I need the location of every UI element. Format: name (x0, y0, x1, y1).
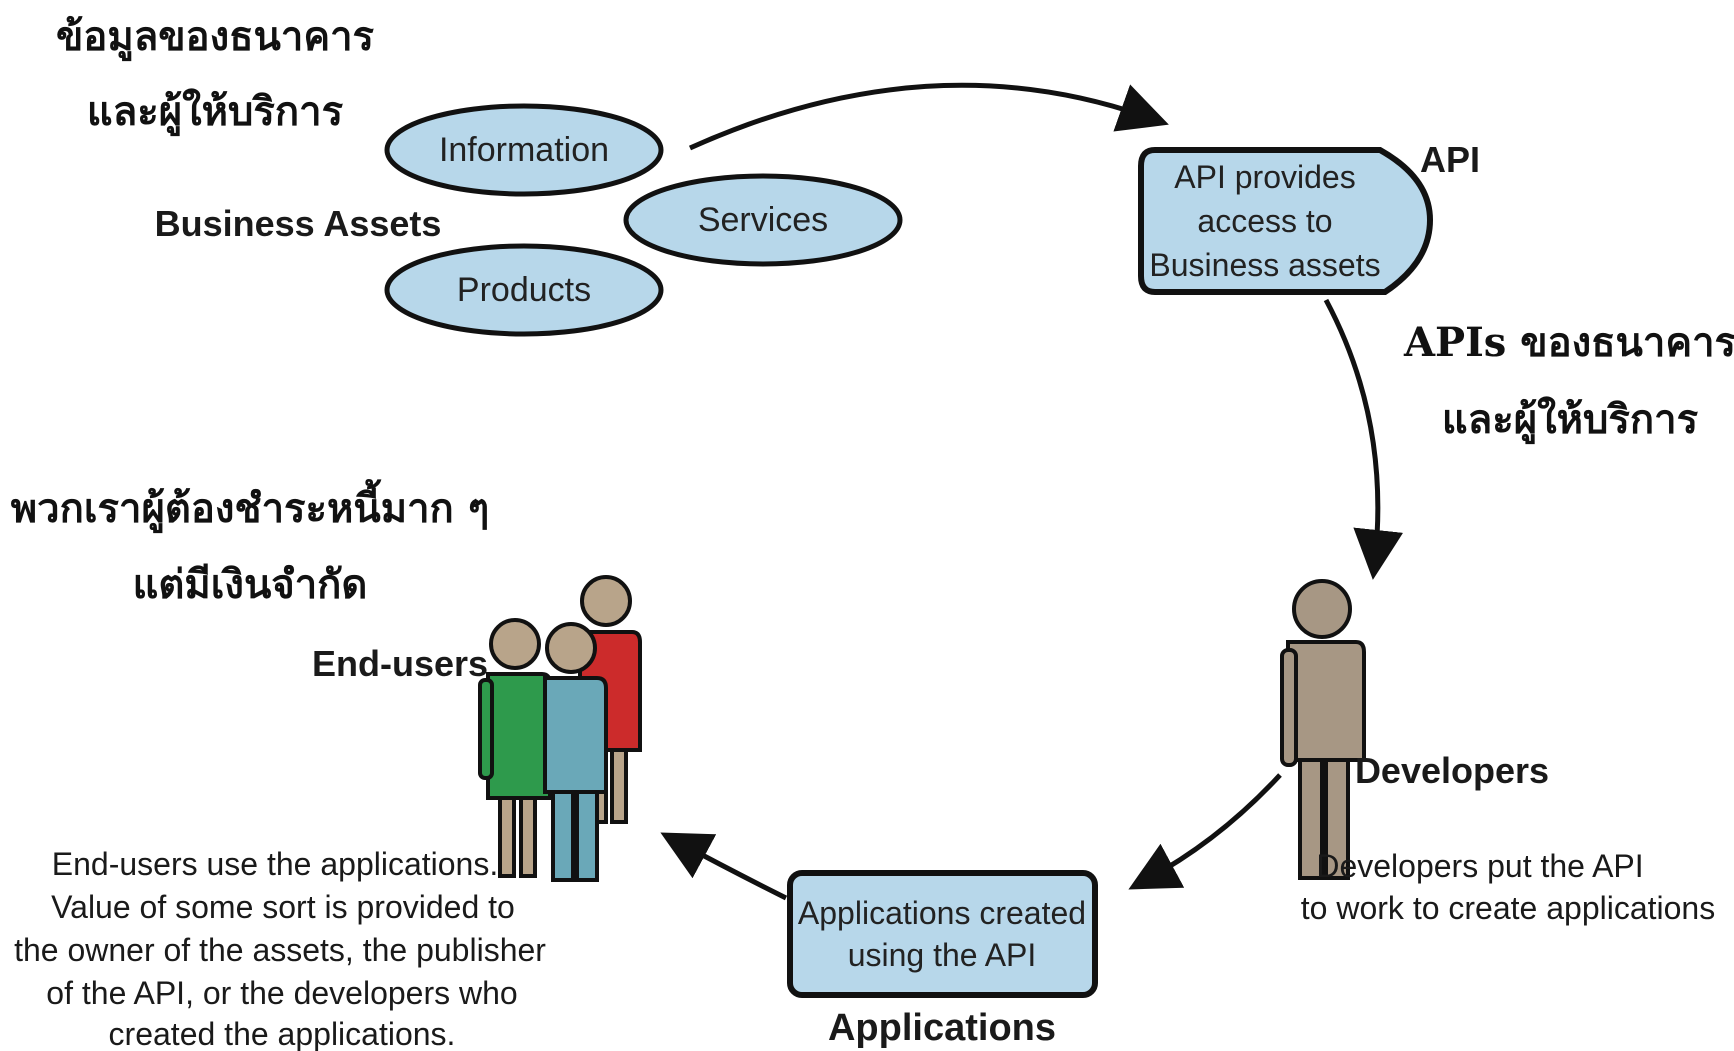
end-users-caption-line3: the owner of the assets, the publisher (14, 932, 546, 968)
debtors-label-line1: พวกเราผู้ต้องชำระหนี้มาก ๆ (11, 479, 489, 533)
arrow-applications-to-end-users (660, 832, 788, 901)
end-users-caption-line4: of the API, or the developers who (46, 975, 517, 1011)
services-label: Services (698, 201, 828, 239)
api-title: API (1420, 139, 1480, 180)
arrow-api-to-developers (1323, 298, 1404, 580)
bank-data-label-line1: ข้อมูลของธนาคาร (56, 13, 375, 61)
end-users-figures (478, 575, 642, 882)
applications-box: Applications created using the API (787, 870, 1098, 998)
api-box-line3: Business assets (1149, 247, 1380, 283)
developers-caption-line1: Developers put the API (1316, 848, 1643, 884)
end-users-caption-line2: Value of some sort is provided to (51, 889, 515, 925)
bank-apis-label-line2: และผู้ให้บริการ (1442, 396, 1699, 444)
end-users-title: End-users (312, 643, 488, 684)
business-asset-services: Services (623, 173, 903, 267)
debtors-label-line2: แต่มีเงินจำกัด (133, 561, 368, 608)
arrow-developers-to-applications (1128, 773, 1282, 890)
products-label: Products (457, 271, 591, 309)
applications-box-line2: using the API (848, 937, 1037, 973)
end-user-teal (543, 622, 608, 882)
applications-box-line1: Applications created (798, 895, 1086, 931)
applications-title: Applications (828, 1007, 1056, 1049)
bank-apis-label-line1: APIs ของธนาคาร (1403, 319, 1734, 366)
end-users-caption-line1: End-users use the applications. (52, 846, 498, 882)
api-box-line2: access to (1197, 203, 1332, 239)
api-box: API provides access to Business assets (1138, 147, 1434, 295)
end-user-green (478, 618, 552, 878)
developer-figure (1280, 579, 1366, 880)
arrow-assets-to-api (688, 82, 1169, 151)
developers-caption-line2: to work to create applications (1301, 890, 1715, 926)
information-label: Information (439, 131, 609, 169)
business-asset-information: Information (384, 103, 664, 197)
end-users-caption-line5: created the applications. (109, 1016, 456, 1051)
api-box-line1: API provides (1174, 159, 1355, 195)
developers-title: Developers (1355, 750, 1549, 791)
bank-data-label-line2: และผู้ให้บริการ (87, 88, 344, 136)
business-asset-products: Products (384, 243, 664, 337)
business-assets-title: Business Assets (155, 203, 442, 244)
